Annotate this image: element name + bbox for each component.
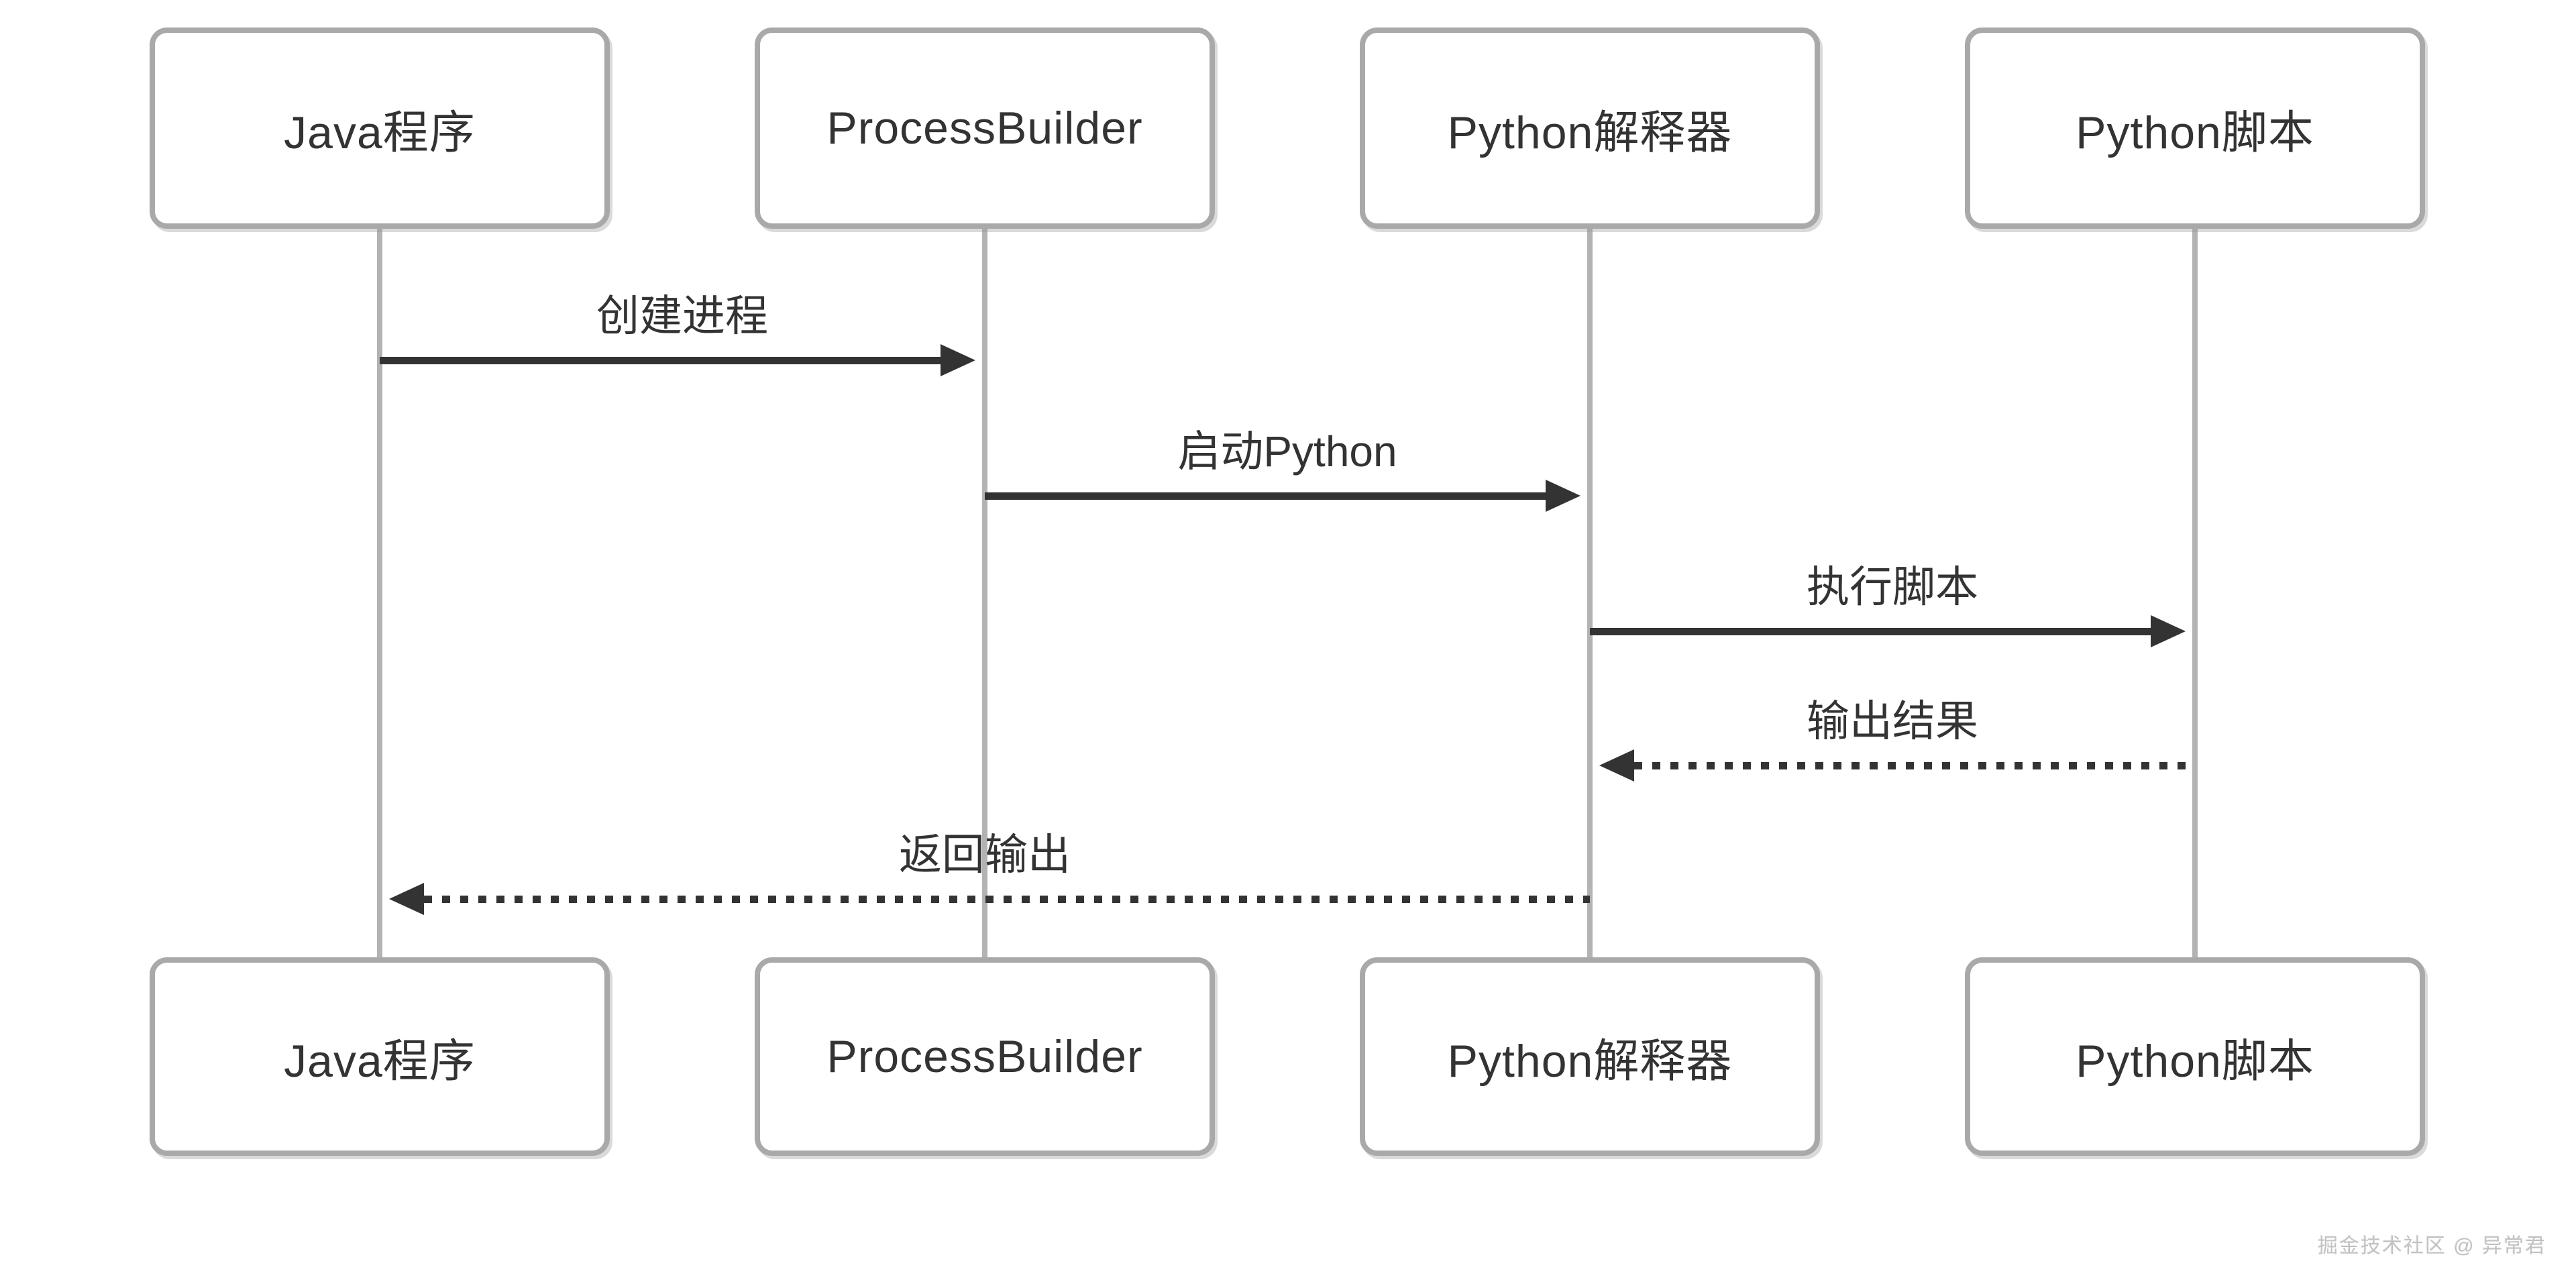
message-start-python-line [985, 492, 1548, 500]
lifeline-python-interpreter [1587, 229, 1593, 957]
actor-label: Python解释器 [1447, 1035, 1733, 1087]
actor-label: ProcessBuilder [826, 103, 1143, 154]
message-run-script-label: 执行脚本 [1807, 563, 1978, 611]
arrowhead-right-icon [2151, 615, 2186, 647]
message-output-result-line [1634, 762, 2195, 769]
arrowhead-right-icon [941, 344, 975, 376]
arrowhead-left-icon [1599, 749, 1634, 782]
actor-java-program-bottom-box: Java程序 [150, 957, 610, 1156]
actor-process-builder-bottom-box: ProcessBuilder [755, 957, 1215, 1156]
actor-java-program-top-box: Java程序 [150, 28, 610, 229]
actor-label: Python脚本 [2076, 107, 2314, 158]
actor-python-script-bottom-box: Python脚本 [1965, 957, 2425, 1156]
arrowhead-right-icon [1546, 480, 1580, 512]
actor-label: Java程序 [284, 1035, 476, 1087]
actor-python-interpreter-bottom-box: Python解释器 [1360, 957, 1820, 1156]
actor-label: Python脚本 [2076, 1035, 2314, 1087]
message-return-output-line [424, 896, 1590, 903]
actor-process-builder-top-box: ProcessBuilder [755, 28, 1215, 229]
actor-python-interpreter-top-box: Python解释器 [1360, 28, 1820, 229]
message-create-process-label: 创建进程 [596, 292, 768, 340]
actor-label: Java程序 [284, 107, 476, 158]
watermark-text: 掘金技术社区 @ 异常君 [2317, 1235, 2546, 1257]
actor-python-script-top-box: Python脚本 [1965, 28, 2425, 229]
actor-label: Python解释器 [1447, 107, 1733, 158]
message-output-result-label: 输出结果 [1807, 697, 1978, 745]
message-start-python-label: 启动Python [1177, 427, 1397, 476]
message-create-process-line [380, 357, 943, 364]
lifeline-python-script [2192, 229, 2198, 957]
message-run-script-line [1590, 628, 2153, 635]
actor-label: ProcessBuilder [826, 1031, 1143, 1082]
lifeline-java-program [377, 229, 382, 957]
arrowhead-left-icon [389, 883, 424, 915]
message-return-output-label: 返回输出 [899, 831, 1071, 879]
lifeline-process-builder [982, 229, 987, 957]
